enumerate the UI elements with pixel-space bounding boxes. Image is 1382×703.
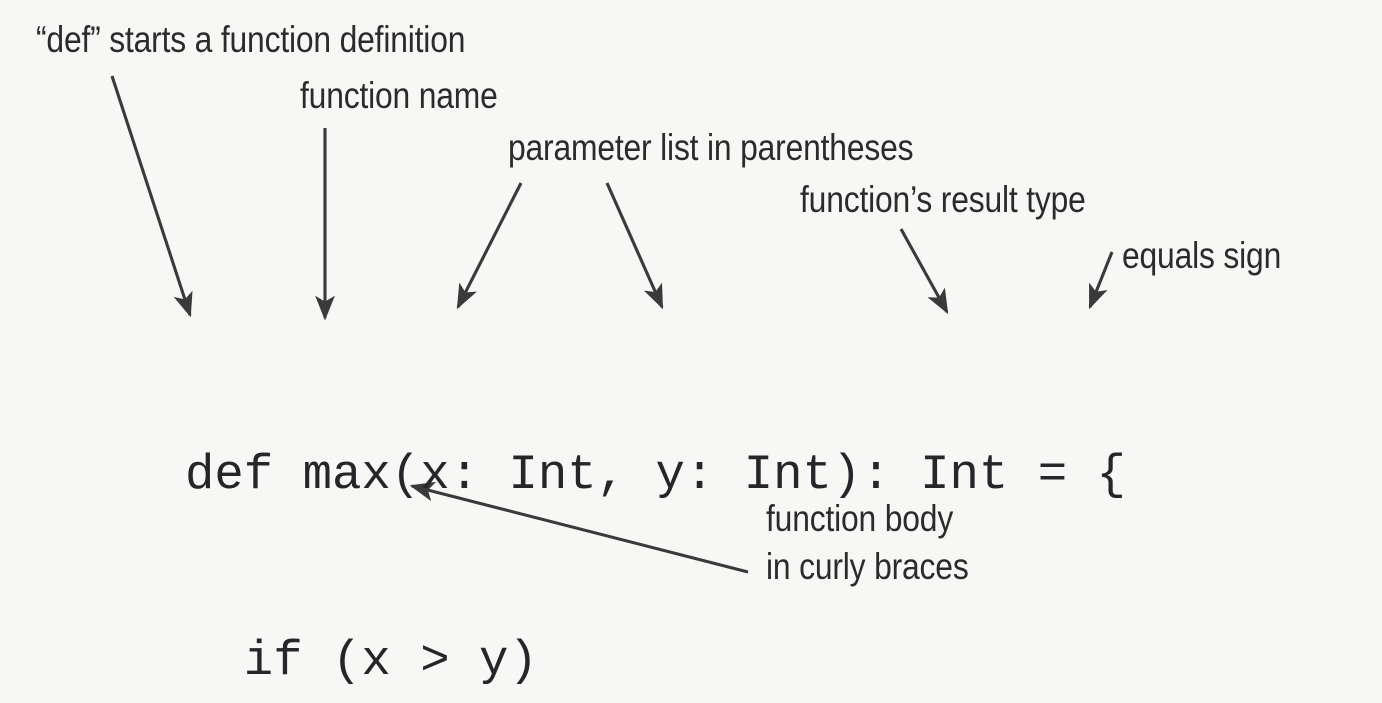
arrow-parameter-x — [456, 182, 523, 310]
arrow-equals-sign — [1088, 251, 1114, 310]
arrow-parameter-y — [605, 182, 664, 310]
callout-label-parameter-list: parameter list in parentheses — [508, 127, 914, 168]
arrow-def-keyword — [110, 75, 193, 318]
callout-label-def-keyword: “def” starts a function definition — [36, 19, 466, 60]
callout-label-function-body-line2: in curly braces — [766, 546, 969, 587]
callout-label-equals-sign: equals sign — [1122, 235, 1282, 276]
arrow-result-type — [899, 228, 949, 315]
code-sample: def max(x: Int, y: Int): Int = { if (x >… — [185, 320, 1126, 703]
callout-label-result-type: function’s result type — [800, 179, 1086, 220]
code-line: if (x > y) — [185, 633, 538, 689]
code-line: def max(x: Int, y: Int): Int = { — [185, 447, 1126, 503]
callout-label-function-name: function name — [300, 75, 498, 116]
callout-label-function-body-line1: function body — [766, 498, 954, 539]
